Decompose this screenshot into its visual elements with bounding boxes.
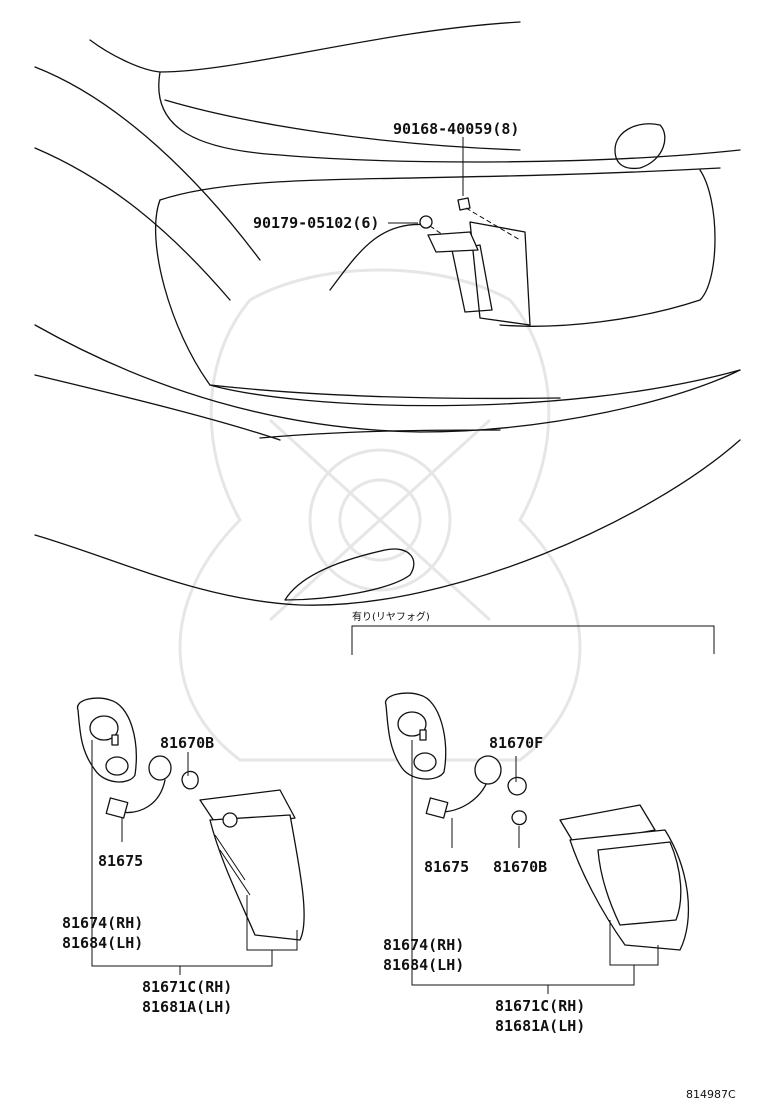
left-gasket-leader — [91, 740, 273, 967]
label-right-lamp-lh: 81681A(LH) — [495, 1017, 585, 1035]
label-right-bulb: 81670B — [493, 858, 547, 876]
right-lamp-housing — [559, 804, 689, 951]
left-bulb — [181, 770, 199, 790]
right-gasket-leader — [411, 740, 635, 986]
right-gasket — [385, 692, 447, 780]
left-gasket — [76, 697, 137, 783]
right-socket-harness — [425, 755, 502, 819]
vehicle-rear-body — [34, 21, 741, 606]
left-socket-harness — [105, 755, 172, 819]
label-left-gasket-lh: 81684(LH) — [62, 934, 143, 952]
right-bulb-fog — [507, 776, 527, 796]
label-right-bulb-fog: 81670F — [489, 734, 543, 752]
label-left-gasket-rh: 81674(RH) — [62, 914, 143, 932]
label-left-socket: 81675 — [98, 852, 143, 870]
left-lamp-leader — [246, 895, 298, 951]
fastener-nut — [419, 215, 479, 253]
label-fog-variant: 有り(リヤフォグ) — [352, 610, 430, 623]
label-right-gasket-rh: 81674(RH) — [383, 936, 464, 954]
watermark-emblem — [178, 268, 582, 762]
fastener-bolt — [457, 197, 521, 241]
diagram-id: 814987C — [686, 1088, 736, 1101]
label-right-lamp-rh: 81671C(RH) — [495, 997, 585, 1015]
label-bolt: 90168-40059(8) — [393, 120, 519, 138]
left-lamp-housing — [199, 789, 305, 941]
label-left-bulb: 81670B — [160, 734, 214, 752]
variant-bracket — [351, 625, 715, 655]
label-left-lamp-rh: 81671C(RH) — [142, 978, 232, 996]
label-right-gasket-lh: 81684(LH) — [383, 956, 464, 974]
label-nut: 90179-05102(6) — [253, 214, 379, 232]
label-right-socket: 81675 — [424, 858, 469, 876]
label-left-lamp-lh: 81681A(LH) — [142, 998, 232, 1016]
right-lamp-leader — [609, 920, 659, 966]
right-bulb — [511, 810, 527, 826]
